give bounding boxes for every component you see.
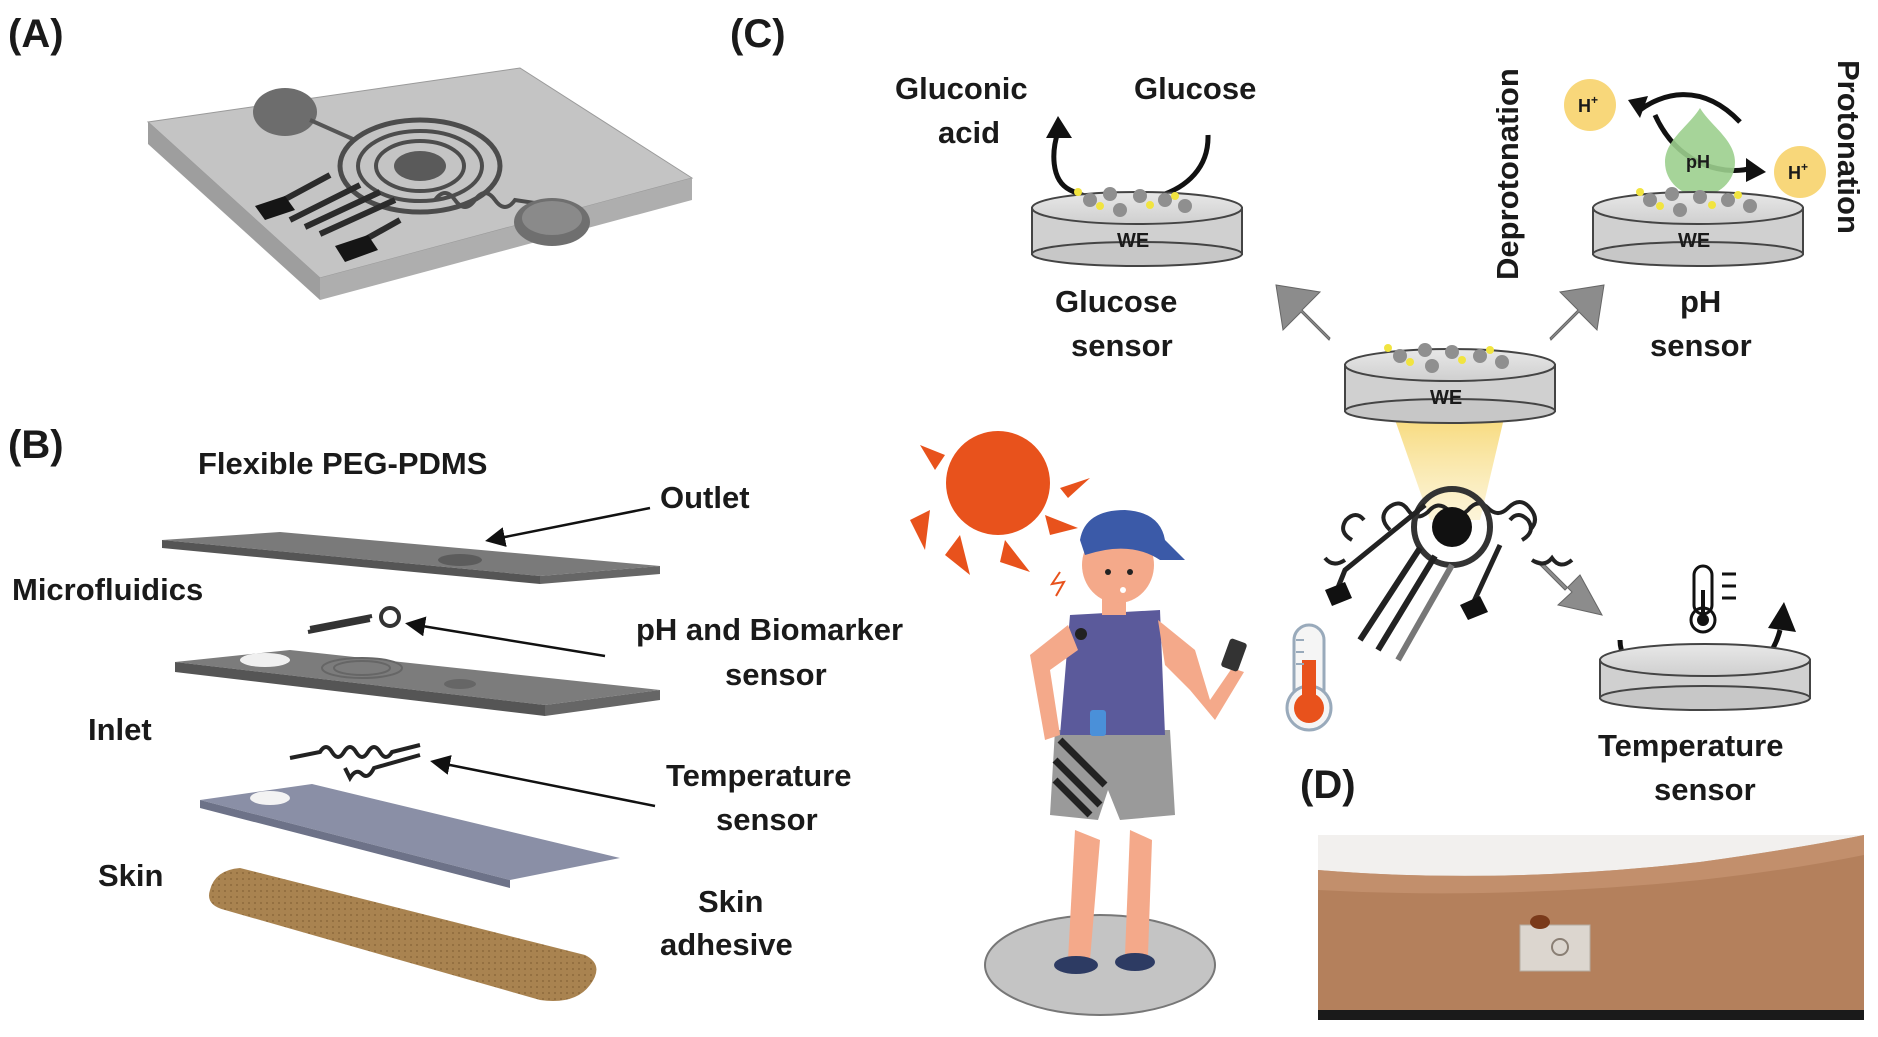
red-thermometer-icon — [1285, 623, 1333, 732]
glucose-reaction-arrow — [1046, 116, 1211, 204]
label-outlet: Outlet — [660, 480, 750, 515]
h-plus-right-text: H+ — [1788, 160, 1808, 183]
label-temperature-sensor-line1: Temperature — [1598, 728, 1784, 763]
label-gluconic-acid-line1: Gluconic — [895, 71, 1028, 106]
label-ph-biomarker-line2: sensor — [725, 657, 827, 692]
glucose-working-electrode: WE — [1031, 187, 1243, 267]
sensor-patch-layout — [1323, 486, 1574, 662]
microfluidic-device-3d — [146, 67, 694, 300]
thermometer-icon — [1689, 564, 1736, 634]
label-ph-sensor-line2: sensor — [1650, 328, 1752, 363]
arm-photo — [1318, 835, 1864, 1020]
h-plus-right: H+ — [1774, 146, 1826, 198]
panel-c-label: (C) — [730, 12, 786, 56]
label-protonation: Protonation — [1831, 60, 1866, 234]
callout-arrows-b — [405, 506, 656, 808]
label-deprotonation: Deprotonation — [1490, 68, 1525, 280]
label-inlet: Inlet — [88, 712, 152, 747]
label-temperature-sensor-line2: sensor — [1654, 772, 1756, 807]
heat-zigzag-icon — [1049, 571, 1066, 597]
layer-title-flexible-peg-pdms: Flexible PEG-PDMS — [198, 446, 487, 481]
h-plus-left: H+ — [1564, 79, 1616, 131]
gray-arrow-to-glucose — [1275, 284, 1331, 341]
label-skin-adhesive-line2: adhesive — [660, 927, 793, 962]
temperature-disk — [1599, 643, 1811, 711]
label-skin: Skin — [98, 858, 163, 893]
sun-icon — [910, 431, 1090, 575]
label-glucose-sensor-line2: sensor — [1071, 328, 1173, 363]
label-ph-biomarker-line1: pH and Biomarker — [636, 612, 903, 647]
ph-drop-text: pH — [1686, 152, 1710, 172]
label-temperature-line2: sensor — [716, 802, 818, 837]
person-illustration — [984, 510, 1247, 1016]
exploded-layers — [162, 532, 660, 1001]
gray-arrow-to-temperature — [1533, 558, 1603, 616]
label-gluconic-acid-line2: acid — [938, 115, 1000, 150]
panel-d-label: (D) — [1300, 763, 1356, 807]
ph-drop: pH — [1665, 108, 1735, 196]
ph-working-electrode: WE — [1592, 187, 1804, 267]
panel-a-label: (A) — [8, 12, 64, 56]
central-working-electrode: WE — [1344, 343, 1556, 424]
label-glucose-sensor-line1: Glucose — [1055, 284, 1177, 319]
gray-arrow-to-ph — [1549, 284, 1605, 341]
glucose-we-label: WE — [1117, 230, 1149, 252]
panel-b-label: (B) — [8, 423, 64, 467]
label-skin-adhesive-line1: Skin — [698, 884, 763, 919]
highlight-beam — [1393, 414, 1505, 520]
h-plus-left-text: H+ — [1578, 93, 1598, 116]
label-microfluidics: Microfluidics — [12, 572, 203, 607]
ph-we-label: WE — [1678, 230, 1710, 252]
label-temperature-line1: Temperature — [666, 758, 852, 793]
label-glucose: Glucose — [1134, 71, 1256, 106]
label-ph-sensor-line1: pH — [1680, 284, 1721, 319]
central-we-label: WE — [1430, 387, 1462, 409]
